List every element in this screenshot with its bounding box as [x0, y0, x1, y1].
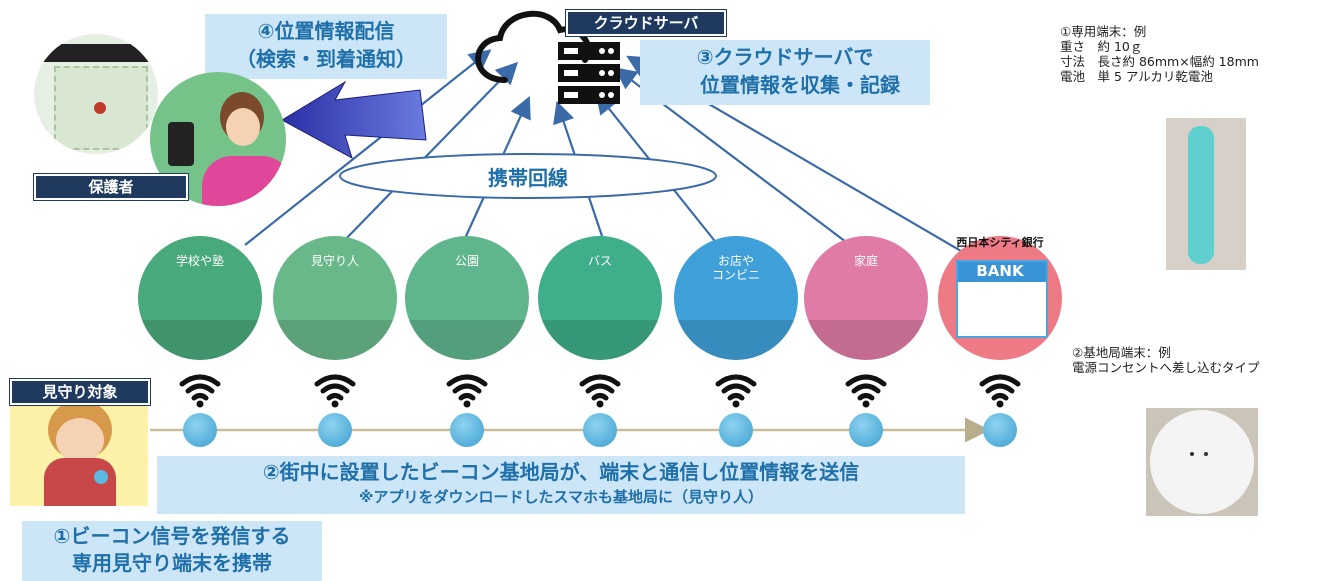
beacon-base-station [983, 413, 1017, 447]
step3-label: ③クラウドサーバで 位置情報を収集・記録 [640, 40, 930, 105]
step4-line2: （検索・到着通知） [236, 47, 416, 71]
beacon-device-icon [94, 470, 108, 484]
location-label: BANK [976, 262, 1024, 280]
step1-line2: 専用見守り端末を携帯 [72, 551, 272, 575]
step1-label: ①ビーコン信号を発信する 専用見守り端末を携帯 [22, 521, 322, 581]
base-station-note: ②基地局端末：例 電源コンセントへ差し込むタイプ [1072, 345, 1260, 375]
device-spec-note: ①専用端末：例 重さ 約 10ｇ 寸法 長さ約 86mm×幅約 18mm 電池 … [1060, 24, 1259, 84]
wifi-icon [714, 372, 758, 412]
location-label: 家庭 [853, 254, 878, 268]
beacon-base-station [849, 413, 883, 447]
wifi-icon [313, 372, 357, 412]
beacon-base-station [583, 413, 617, 447]
bank-name: 西日本シティ銀行 [956, 236, 1044, 249]
network-label: 携帯回線 [488, 166, 568, 190]
location-circle: お店や コンビニ [674, 236, 798, 360]
location-label: バス [587, 254, 612, 268]
map-pin-icon [94, 102, 106, 114]
step2-line2: ※アプリをダウンロードしたスマホも基地局に（見守り人） [358, 488, 764, 506]
location-circle: 公園 [405, 236, 529, 360]
wifi-icon [978, 372, 1022, 412]
cloud-server-label: クラウドサーバ [565, 9, 727, 37]
location-circle: バス [538, 236, 662, 360]
watched-child-illustration [10, 386, 148, 506]
location-label: 公園 [454, 254, 479, 268]
server-icon [558, 42, 620, 106]
location-circle: 学校や塾 [138, 236, 262, 360]
location-label: 学校や塾 [175, 254, 224, 268]
step3-line2: 位置情報を収集・記録 [700, 73, 900, 97]
step4-label: ④位置情報配信 （検索・到着通知） [205, 14, 447, 79]
wifi-icon [178, 372, 222, 412]
step4-line1: ④位置情報配信 [257, 19, 395, 43]
wifi-icon [578, 372, 622, 412]
beacon-base-station [183, 413, 217, 447]
step2-line1: ②街中に設置したビーコン基地局が、端末と通信し位置情報を送信 [262, 460, 860, 484]
guardian-phone-illustration [34, 34, 158, 154]
beacon-base-station [719, 413, 753, 447]
location-circle: 見守り人 [273, 236, 397, 360]
beacon-base-station [318, 413, 352, 447]
guardian-label: 保護者 [33, 173, 189, 201]
wifi-icon [844, 372, 888, 412]
step2-label: ②街中に設置したビーコン基地局が、端末と通信し位置情報を送信 ※アプリをダウンロ… [157, 456, 965, 514]
location-circle: 家庭 [804, 236, 928, 360]
base-station-photo [1146, 408, 1258, 516]
watched-target-label: 見守り対象 [9, 378, 151, 406]
wifi-icon [445, 372, 489, 412]
location-label: 見守り人 [310, 254, 359, 268]
beacon-base-station [450, 413, 484, 447]
step1-line1: ①ビーコン信号を発信する [53, 524, 291, 548]
step3-line1: ③クラウドサーバで [696, 45, 874, 69]
device-photo [1166, 118, 1246, 270]
bank-building-icon [956, 260, 1048, 338]
location-circle: BANK [938, 236, 1062, 360]
location-label: お店や コンビニ [711, 254, 760, 282]
